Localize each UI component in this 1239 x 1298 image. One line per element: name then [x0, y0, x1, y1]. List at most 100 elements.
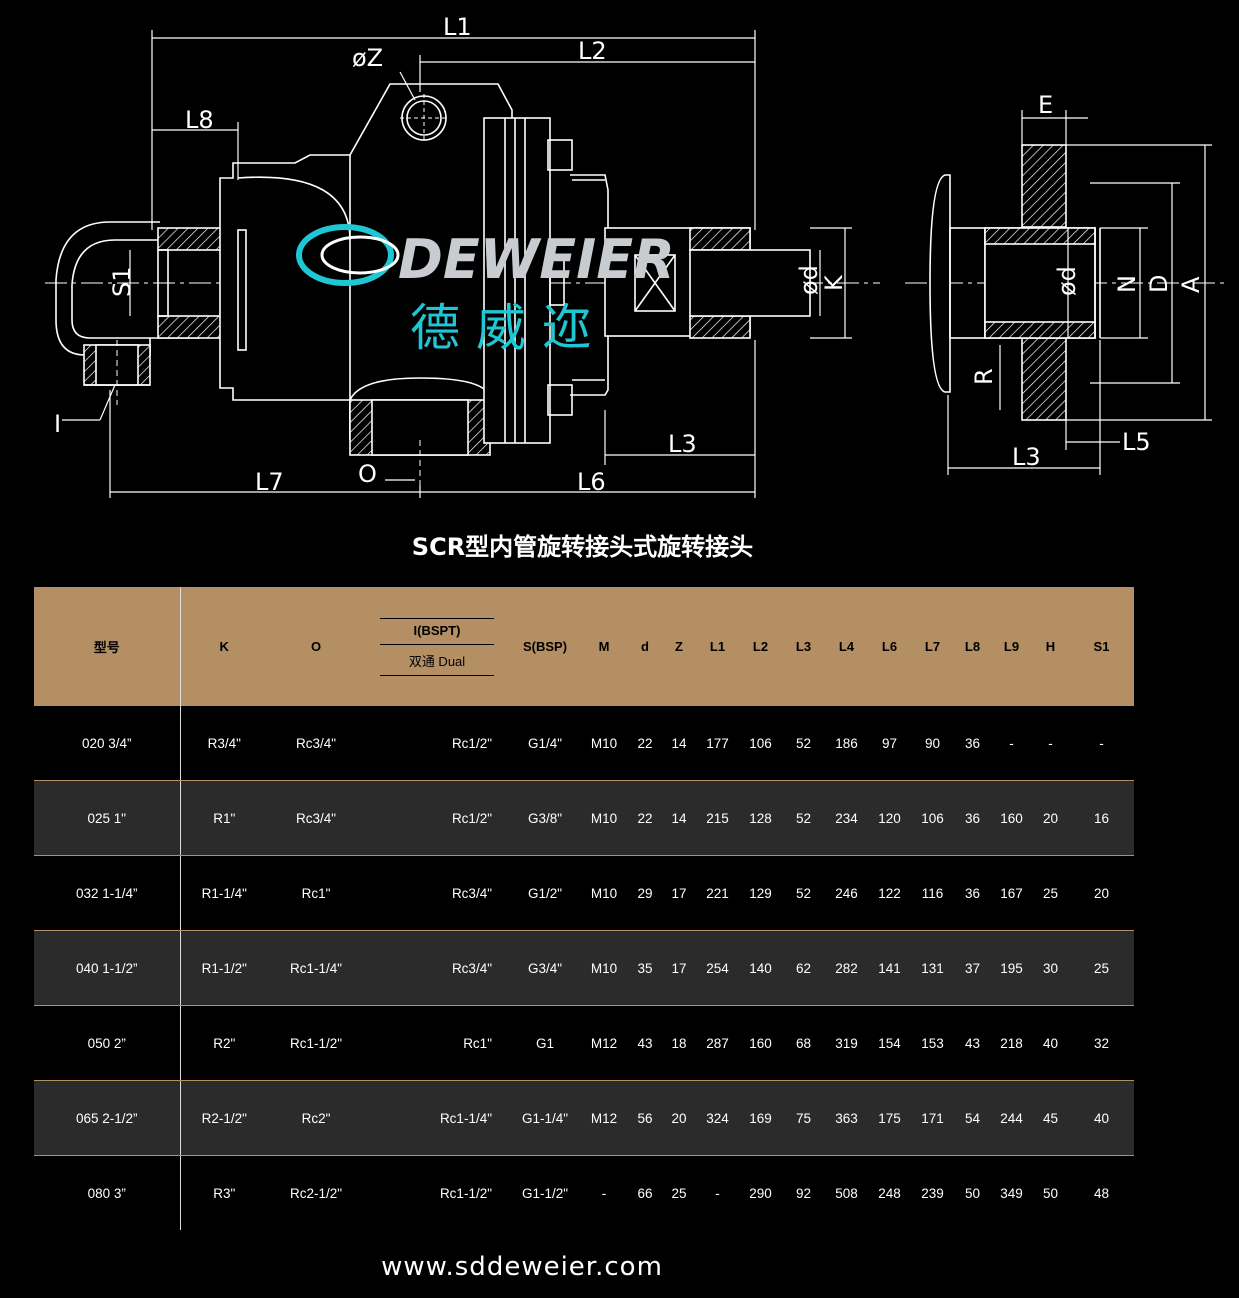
cell-L9: 244: [991, 1080, 1032, 1156]
cell-I: Rc1-1/2": [439, 1185, 492, 1201]
cell-M: M10: [580, 706, 628, 781]
cell-Z: 17: [662, 930, 696, 1006]
cell-L6: 141: [868, 930, 911, 1006]
cell-M: M10: [580, 780, 628, 856]
cell-L9: 160: [991, 780, 1032, 856]
cell-L1: -: [715, 1185, 720, 1201]
front-view-dimensions: [62, 30, 852, 498]
cell-M: M12: [580, 1080, 628, 1156]
label-side-L3: L3: [1012, 443, 1041, 471]
cell-L3: 52: [782, 855, 825, 931]
cell-L1: 215: [696, 780, 739, 856]
cell-L6: 120: [868, 780, 911, 856]
cell-L2: 140: [739, 930, 782, 1006]
cell-S: G1/2": [510, 855, 580, 931]
label-L2: L2: [578, 37, 607, 65]
label-A: A: [1177, 276, 1205, 293]
cell-model: 040 1-1/2”: [34, 930, 181, 1006]
label-L7: L7: [255, 468, 284, 496]
col-header-L6: L6: [868, 587, 911, 706]
cell-L1: 177: [696, 706, 739, 781]
col-header-M: M: [580, 587, 628, 706]
cell-K: R2-1/2": [180, 1080, 268, 1156]
cell-S: G1/4": [510, 706, 580, 781]
cell-I: Rc1": [364, 1005, 510, 1081]
cell-Z: 14: [662, 706, 696, 781]
col-header-L9: L9: [991, 587, 1032, 706]
cell-H: 50: [1042, 1185, 1059, 1201]
cell-O: Rc3/4": [268, 706, 364, 781]
cell-L6: 97: [868, 706, 911, 781]
cell-L2: 169: [739, 1080, 782, 1156]
cell-S1: 16: [1069, 780, 1134, 856]
brand-watermark-cn: 德 威 迩: [410, 299, 592, 357]
cell-L3: 92: [795, 1185, 812, 1201]
cell-O: Rc3/4": [268, 780, 364, 856]
label-D: D: [1145, 275, 1173, 293]
col-header-I-bottom: 双通 Dual: [408, 653, 466, 669]
cell-L7: 131: [911, 930, 954, 1006]
cell-L7: 106: [911, 780, 954, 856]
cell-L8: 54: [954, 1080, 991, 1156]
cell-L2: 129: [739, 855, 782, 931]
cell-H: 25: [1032, 855, 1069, 931]
cell-L7: 116: [911, 855, 954, 931]
label-K: K: [820, 274, 848, 291]
label-S1: S1: [108, 266, 136, 297]
cell-I: Rc3/4": [364, 930, 510, 1006]
front-view-labels: L1 L2 øZ L8 S1 L3 ød K I O L7 L6: [54, 13, 848, 496]
cell-K: R1-1/2": [180, 930, 268, 1006]
label-I: I: [54, 410, 61, 438]
col-header-O: O: [268, 587, 364, 706]
cell-S: G3/8": [510, 780, 580, 856]
label-L6: L6: [577, 468, 606, 496]
label-L5: L5: [1122, 428, 1151, 456]
cell-L3: 52: [782, 780, 825, 856]
cell-S: G1: [510, 1005, 580, 1081]
cell-L8: 37: [954, 930, 991, 1006]
cell-S: G3/4": [510, 930, 580, 1006]
cell-O: Rc1-1/4": [268, 930, 364, 1006]
cell-H: 20: [1032, 780, 1069, 856]
cell-S: G1-1/2": [521, 1185, 569, 1201]
cell-H: 30: [1032, 930, 1069, 1006]
cell-model: 080 3”: [34, 1155, 181, 1230]
cell-I: Rc1/2": [364, 706, 510, 781]
cell-S1: 32: [1069, 1005, 1134, 1081]
col-header-L8: L8: [954, 587, 991, 706]
col-header-d: d: [628, 587, 662, 706]
side-view-dimensions: [947, 110, 1212, 475]
cell-Z: 20: [662, 1080, 696, 1156]
cell-M: M10: [580, 930, 628, 1006]
label-O: O: [358, 460, 377, 488]
cell-model: 025 1": [34, 780, 181, 856]
side-view: [905, 144, 1225, 421]
cell-d: 43: [628, 1005, 662, 1081]
cell-K: R3/4": [180, 706, 268, 781]
front-view: [45, 83, 880, 495]
cell-d: 35: [628, 930, 662, 1006]
cell-L8: 36: [954, 706, 991, 781]
side-view-labels: E ød N D A R L3 L5: [970, 91, 1205, 471]
cell-L6: 175: [868, 1080, 911, 1156]
cell-Z: 14: [662, 780, 696, 856]
cell-model: 020 3/4”: [34, 706, 181, 781]
cell-L3: 52: [782, 706, 825, 781]
cell-S1: 48: [1093, 1185, 1110, 1201]
cell-model: 050 2”: [34, 1005, 181, 1081]
cell-L4: 363: [825, 1080, 868, 1156]
cell-I: Rc1-1/4": [364, 1080, 510, 1156]
label-N: N: [1113, 275, 1141, 293]
cell-S1: -: [1069, 706, 1134, 781]
cell-M: M12: [580, 1005, 628, 1081]
cell-L8: 36: [954, 855, 991, 931]
col-header-I-top: I(BSPT): [413, 622, 461, 638]
cell-L2: 160: [739, 1005, 782, 1081]
cell-M: -: [601, 1185, 607, 1201]
label-side-phi-d: ød: [1053, 266, 1081, 296]
cell-L4: 319: [825, 1005, 868, 1081]
